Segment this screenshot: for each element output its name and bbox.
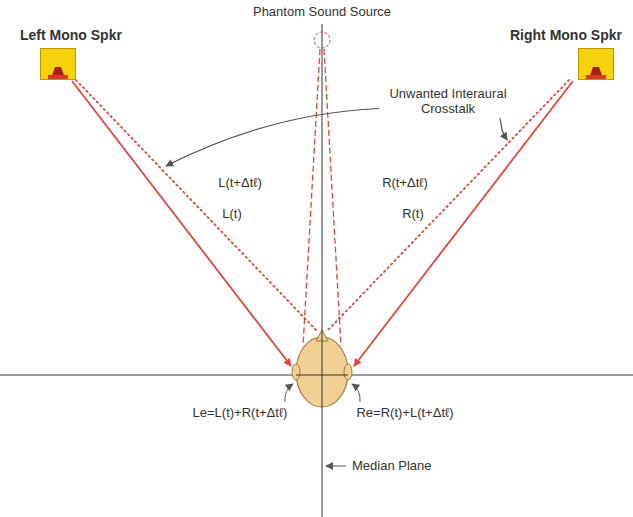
median-plane-leader (326, 466, 346, 467)
signal-label: R(t) (400, 206, 426, 221)
speaker-base (48, 75, 68, 79)
equation-label: Re=R(t)+L(t+Δtℓ) (354, 405, 455, 420)
vertical-axis (322, 24, 323, 517)
speaker-base (586, 75, 606, 79)
callout-arrow (166, 109, 379, 167)
title-label: Phantom Sound Source (251, 4, 393, 19)
right-ear (344, 364, 352, 380)
horizontal-axis (0, 375, 633, 376)
callout-label: Unwanted Interaural Crosstalk (382, 86, 514, 116)
signal-label: L(t) (220, 206, 244, 221)
signal-label: R(t+Δtℓ) (380, 175, 430, 190)
right-crosstalk-path (328, 80, 569, 330)
speaker-cone (579, 49, 613, 79)
speaker-label: Left Mono Spkr (20, 27, 122, 43)
horizontal-axis-over-head (296, 375, 348, 376)
left-ear (292, 364, 300, 380)
phantom-path-right (324, 49, 341, 346)
re-leader (352, 384, 360, 402)
speaker-box (578, 48, 614, 80)
phantom-path-left (303, 49, 320, 346)
speaker-cone (41, 49, 75, 79)
le-leader (285, 384, 293, 402)
left-crosstalk-path (76, 80, 316, 330)
axis-label: Median Plane (350, 458, 434, 473)
right-direct-path (354, 81, 573, 366)
speaker-label: Right Mono Spkr (510, 27, 622, 43)
speaker-node: Left Mono Spkr (20, 26, 150, 82)
speaker-box (40, 48, 76, 80)
phantom-source (314, 32, 330, 48)
equation-label: Le=L(t)+R(t+Δtℓ) (191, 405, 290, 420)
signal-label: L(t+Δtℓ) (216, 175, 264, 190)
left-direct-path (72, 81, 291, 366)
speaker-node: Right Mono Spkr (490, 26, 622, 82)
callout-arrow (500, 118, 507, 140)
callout-arrows (166, 109, 507, 167)
